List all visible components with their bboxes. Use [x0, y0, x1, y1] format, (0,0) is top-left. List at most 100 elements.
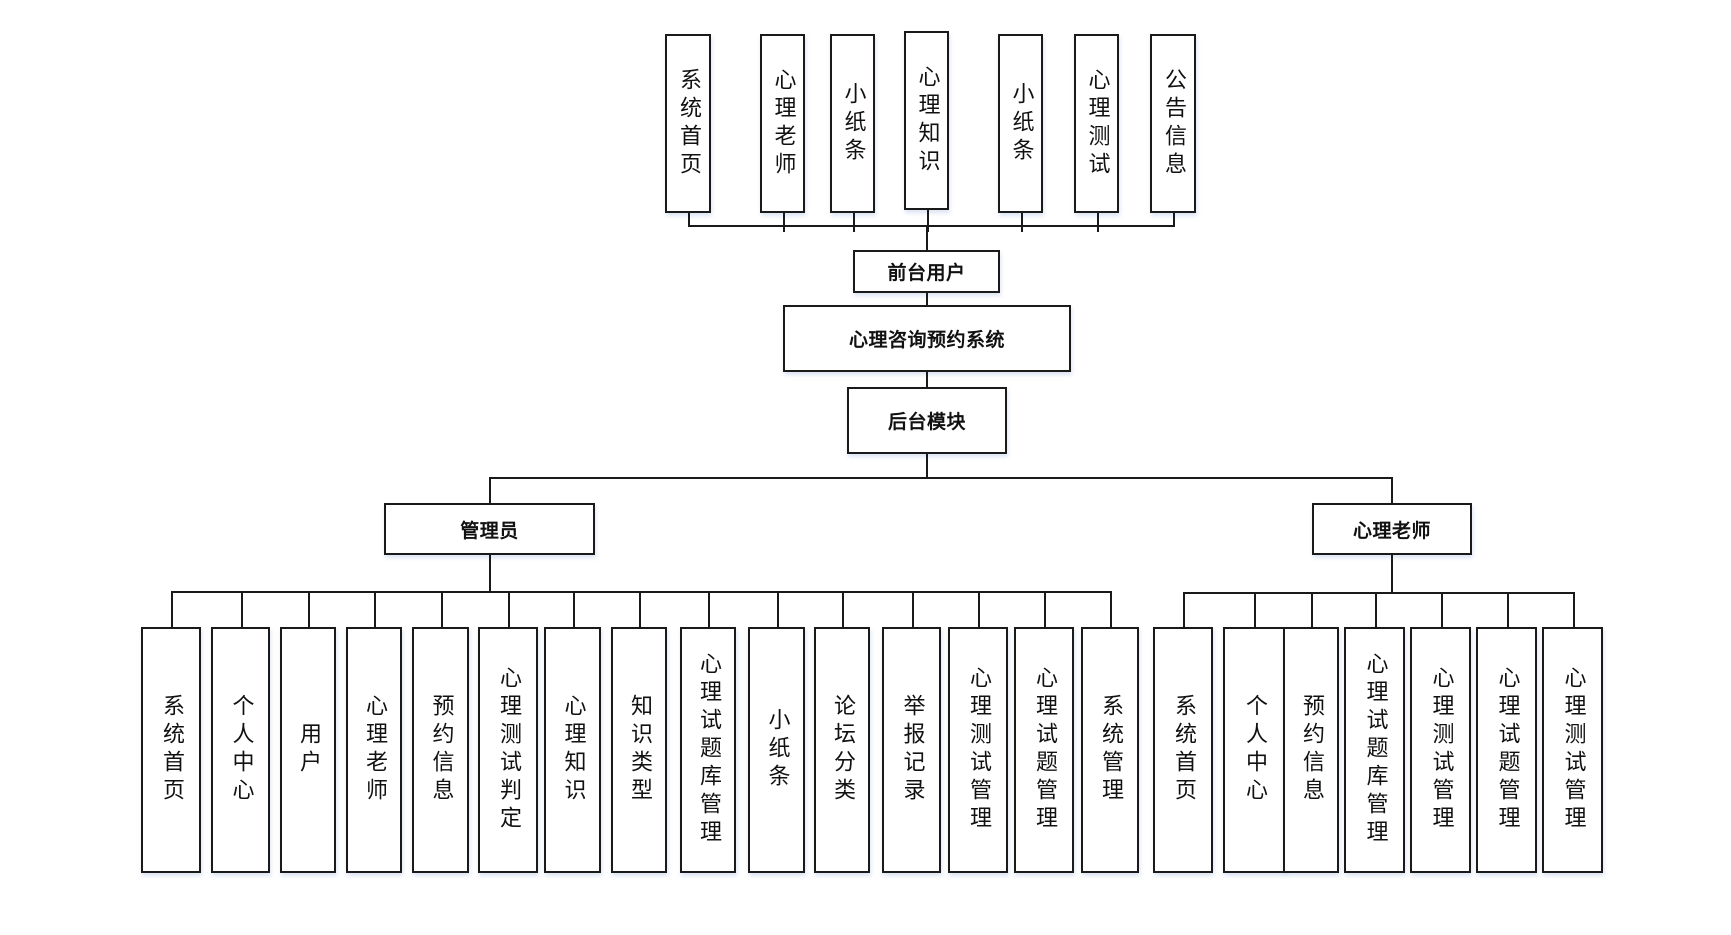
admin-module-label: 系统首页: [159, 694, 184, 806]
root-system-node: 心理咨询预约系统: [783, 305, 1071, 372]
backend-module-label: 后台模块: [887, 411, 966, 433]
admin-module-node: 知识类型: [611, 627, 667, 873]
role-bus: [489, 477, 1393, 479]
root-system-label: 心理咨询预约系统: [848, 329, 1005, 351]
teacher-module-bus: [1183, 592, 1575, 594]
admin-module-connector: [912, 591, 914, 627]
admin-module-label: 用户: [296, 722, 321, 778]
front-module-node: 心理知识: [904, 31, 949, 210]
teacher-role-label: 心理老师: [1352, 519, 1431, 542]
front-module-node: 系统首页: [665, 34, 711, 213]
frontend-user-label: 前台用户: [887, 262, 966, 284]
teacher-module-label: 心理试题管理: [1494, 666, 1520, 834]
admin-module-label: 心理测试判定: [496, 666, 521, 834]
admin-module-node: 系统管理: [1081, 627, 1139, 873]
front-module-node: 心理老师: [760, 34, 805, 213]
admin-module-node: 心理知识: [544, 627, 601, 873]
admin-module-node: 心理测试管理: [948, 627, 1008, 873]
admin-module-connector: [374, 591, 376, 627]
admin-module-connector: [508, 591, 510, 627]
teacher-module-label: 系统首页: [1171, 694, 1196, 806]
connector-frontend-to-root: [926, 292, 928, 306]
admin-role-label: 管理员: [460, 519, 519, 542]
admin-module-label: 心理知识: [560, 694, 586, 806]
teacher-module-label: 心理测试管理: [1560, 666, 1586, 834]
teacher-module-label: 个人中心: [1242, 694, 1267, 806]
teacher-module-connector: [1183, 592, 1185, 627]
admin-module-connector: [842, 591, 844, 627]
front-module-connector: [853, 213, 855, 232]
connector-bus-to-teacher: [1391, 477, 1393, 504]
teacher-module-node: 心理试题管理: [1476, 627, 1537, 873]
admin-module-bus: [171, 591, 1112, 593]
front-module-label: 系统首页: [676, 67, 701, 180]
teacher-module-connector: [1254, 592, 1256, 627]
admin-module-label: 心理试题管理: [1032, 666, 1057, 834]
admin-module-connector: [573, 591, 575, 627]
connector-front-bus-to-frontend: [926, 225, 928, 251]
admin-module-node: 小纸条: [748, 627, 805, 873]
connector-root-to-backend: [926, 371, 928, 388]
connector-bus-to-admin: [489, 477, 491, 504]
teacher-module-connector: [1573, 592, 1575, 627]
admin-module-node: 论坛分类: [814, 627, 870, 873]
admin-module-label: 论坛分类: [830, 694, 855, 806]
teacher-module-node: 心理测试管理: [1542, 627, 1603, 873]
admin-module-node: 用户: [280, 627, 336, 873]
teacher-role-node: 心理老师: [1312, 503, 1472, 555]
teacher-module-node: 心理测试管理: [1410, 627, 1471, 873]
front-module-node: 小纸条: [830, 34, 875, 213]
admin-module-node: 个人中心: [211, 627, 270, 873]
admin-module-connector: [441, 591, 443, 627]
admin-module-connector: [308, 591, 310, 627]
admin-module-node: 心理测试判定: [478, 627, 538, 873]
admin-module-connector: [639, 591, 641, 627]
front-module-connector: [927, 210, 929, 232]
admin-module-node: 心理试题管理: [1014, 627, 1074, 873]
front-module-node: 小纸条: [998, 34, 1043, 213]
admin-module-label: 心理测试管理: [966, 666, 991, 834]
front-module-bus: [688, 225, 1175, 227]
admin-module-label: 心理老师: [362, 694, 387, 806]
admin-module-connector: [171, 591, 173, 627]
front-module-connector: [1097, 213, 1099, 232]
front-module-label: 心理测试: [1084, 67, 1110, 180]
connector-admin-to-module-bus: [489, 554, 491, 591]
teacher-module-node: 心理试题库管理: [1344, 627, 1405, 873]
front-module-connector: [1173, 213, 1175, 227]
teacher-module-connector: [1311, 592, 1313, 627]
teacher-module-label: 心理测试管理: [1428, 666, 1454, 834]
admin-module-connector: [1110, 591, 1112, 627]
admin-module-node: 预约信息: [412, 627, 469, 873]
teacher-module-connector: [1441, 592, 1443, 627]
front-module-label: 公告信息: [1161, 67, 1186, 180]
teacher-module-label: 心理试题库管理: [1362, 652, 1388, 848]
admin-module-connector: [777, 591, 779, 627]
admin-module-connector: [1044, 591, 1046, 627]
admin-module-label: 预约信息: [428, 694, 454, 806]
admin-module-node: 举报记录: [882, 627, 941, 873]
frontend-user-node: 前台用户: [853, 250, 1000, 293]
connector-teacher-to-module-bus: [1391, 554, 1393, 592]
front-module-node: 公告信息: [1150, 34, 1196, 213]
admin-module-node: 心理试题库管理: [680, 627, 736, 873]
admin-module-node: 系统首页: [141, 627, 201, 873]
teacher-module-label: 预约信息: [1299, 694, 1324, 806]
admin-module-node: 心理老师: [346, 627, 402, 873]
admin-module-connector: [708, 591, 710, 627]
admin-module-label: 知识类型: [627, 694, 652, 806]
admin-module-label: 系统管理: [1098, 694, 1123, 806]
admin-module-label: 小纸条: [764, 708, 790, 792]
admin-module-label: 个人中心: [228, 694, 254, 806]
admin-role-node: 管理员: [384, 503, 595, 555]
teacher-module-node: 系统首页: [1153, 627, 1213, 873]
front-module-label: 心理老师: [770, 67, 796, 180]
front-module-connector: [783, 213, 785, 232]
admin-module-label: 举报记录: [899, 694, 925, 806]
teacher-module-node: 个人中心: [1223, 627, 1285, 873]
front-module-label: 小纸条: [840, 81, 866, 166]
admin-module-label: 心理试题库管理: [696, 652, 721, 848]
front-module-connector: [1021, 213, 1023, 232]
teacher-module-connector: [1375, 592, 1377, 627]
